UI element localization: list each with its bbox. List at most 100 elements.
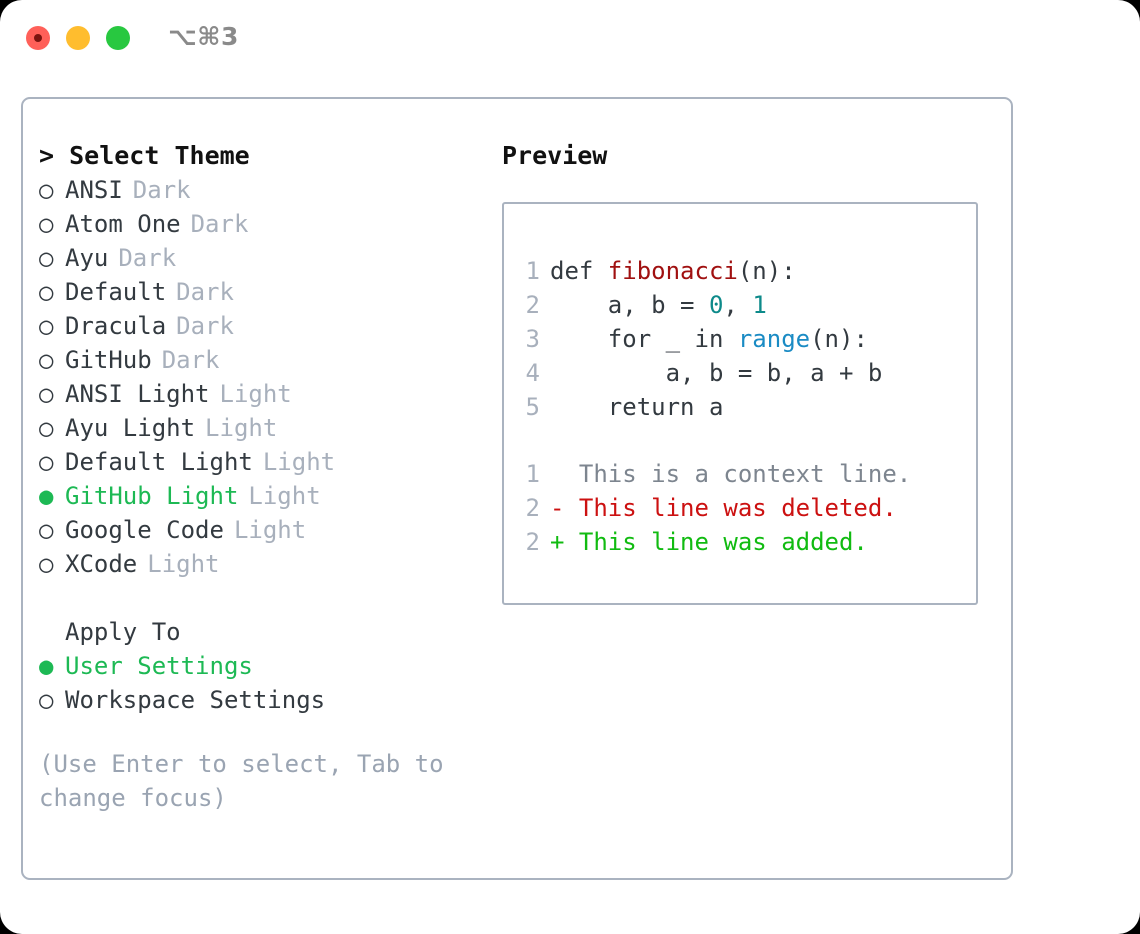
theme-option-tag: Dark: [176, 278, 234, 306]
code-token: 1: [752, 291, 767, 319]
theme-option-label: ANSI Light: [65, 380, 210, 408]
theme-option-tag: Dark: [132, 176, 191, 204]
radio-unselected-icon: ○: [39, 244, 54, 272]
line-number: 1: [525, 460, 540, 488]
theme-option-tag: Light: [262, 448, 336, 476]
title-bar: ⌥⌘3: [0, 0, 1140, 76]
code-token: a, b =: [550, 291, 709, 319]
theme-option-label: Ayu Light: [65, 414, 196, 442]
theme-option-label: GitHub: [65, 346, 152, 374]
radio-unselected-icon: ○: [39, 380, 54, 408]
theme-option-label: Google Code: [65, 516, 224, 544]
radio-unselected-icon: ○: [39, 210, 54, 238]
theme-option[interactable]: ○ ANSI Light Light: [39, 377, 469, 411]
line-number: 2: [525, 528, 540, 556]
line-number: 4: [525, 359, 540, 387]
apply-to-heading: Apply To: [39, 615, 469, 649]
code-token: 0: [708, 291, 724, 319]
line-number: 2: [525, 494, 540, 522]
apply-to-option-label: User Settings: [65, 652, 253, 680]
radio-unselected-icon: ○: [39, 414, 54, 442]
theme-option-label: Atom One: [65, 210, 181, 238]
radio-unselected-icon: ○: [39, 448, 54, 476]
radio-unselected-icon: ○: [39, 686, 54, 714]
code-line: 3 for _ in range(n):: [522, 322, 882, 356]
code-line: 1 def fibonacci(n):: [522, 254, 882, 288]
code-line: 2 a, b = 0, 1: [522, 288, 882, 322]
keyboard-shortcut-label: ⌥⌘3: [168, 22, 239, 51]
radio-unselected-icon: ○: [39, 550, 54, 578]
theme-option[interactable]: ○ Atom One Dark: [39, 207, 469, 241]
theme-option[interactable]: ○ Ayu Light Light: [39, 411, 469, 445]
theme-option-tag: Light: [233, 516, 307, 544]
diff-line: 2 + This line was added.: [522, 525, 911, 559]
code-token: (n):: [737, 257, 796, 285]
list-spacer: [39, 581, 469, 615]
theme-option[interactable]: ○ Default Light Light: [39, 445, 469, 479]
help-text: (Use Enter to select, Tab to change focu…: [39, 750, 444, 812]
radio-unselected-icon: ○: [39, 516, 54, 544]
radio-unselected-icon: ○: [39, 312, 54, 340]
theme-option-label: GitHub Light: [65, 482, 239, 510]
diff-line: 2 - This line was deleted.: [522, 491, 911, 525]
code-token: return a: [550, 393, 724, 421]
code-line-text: for _ in range(n):: [550, 322, 868, 356]
theme-option-tag: Light: [248, 482, 321, 510]
radio-unselected-icon: ○: [39, 278, 54, 306]
apply-to-option[interactable]: ● User Settings: [39, 649, 469, 683]
theme-option-tag: Light: [205, 414, 278, 442]
diff-line-text: - This line was deleted.: [550, 494, 897, 522]
theme-option-label: Ayu: [65, 244, 109, 272]
code-token: ,: [723, 291, 753, 319]
code-token: for _ in: [550, 325, 738, 353]
line-number: 2: [525, 291, 540, 319]
diff-line-text: + This line was added.: [550, 528, 868, 556]
radio-selected-icon: ●: [39, 482, 54, 510]
close-window-button[interactable]: [26, 26, 50, 50]
theme-option-label: Default Light: [65, 448, 253, 476]
theme-option[interactable]: ○ Google Code Light: [39, 513, 469, 547]
preview-title: Preview: [502, 141, 608, 170]
theme-option[interactable]: ○ XCode Light: [39, 547, 469, 581]
line-number: 1: [525, 257, 540, 285]
minimize-window-button[interactable]: [66, 26, 90, 50]
code-line-text: a, b = 0, 1: [550, 288, 767, 322]
theme-option-label: XCode: [65, 550, 138, 578]
apply-to-option[interactable]: ○ Workspace Settings: [39, 683, 469, 717]
theme-option-tag: Light: [147, 550, 220, 578]
code-line-text: a, b = b, a + b: [550, 356, 883, 390]
code-line-text: def fibonacci(n):: [550, 254, 796, 288]
radio-selected-icon: ●: [39, 652, 54, 680]
theme-option-tag: Dark: [161, 346, 220, 374]
theme-option-tag: Light: [219, 380, 292, 408]
theme-option[interactable]: ○ Dracula Dark: [39, 309, 469, 343]
theme-option[interactable]: ○ Ayu Dark: [39, 241, 469, 275]
radio-unselected-icon: ○: [39, 176, 54, 204]
apply-to-option-label: Workspace Settings: [65, 686, 326, 714]
code-token: (n):: [810, 325, 868, 353]
maximize-window-button[interactable]: [106, 26, 130, 50]
diff-line-text: This is a context line.: [550, 460, 912, 488]
apply-to-list[interactable]: ● User Settings ○ Workspace Settings: [39, 649, 469, 717]
diff-line: 1 This is a context line.: [522, 457, 912, 491]
line-number: 3: [525, 325, 540, 353]
diff-sample: 1 This is a context line. 2 - This line wa…: [522, 457, 912, 559]
code-line: 4 a, b = b, a + b: [522, 356, 883, 390]
code-line-text: return a: [550, 390, 724, 424]
theme-option-tag: Dark: [190, 210, 249, 238]
theme-option[interactable]: ● GitHub Light Light: [39, 479, 469, 513]
theme-option-label: Dracula: [65, 312, 167, 340]
code-token: a, b = b, a + b: [550, 359, 883, 387]
theme-option[interactable]: ○ Default Dark: [39, 275, 469, 309]
theme-option-tag: Dark: [118, 244, 177, 272]
theme-option-label: Default: [65, 278, 167, 306]
theme-option-tag: Dark: [176, 312, 234, 340]
